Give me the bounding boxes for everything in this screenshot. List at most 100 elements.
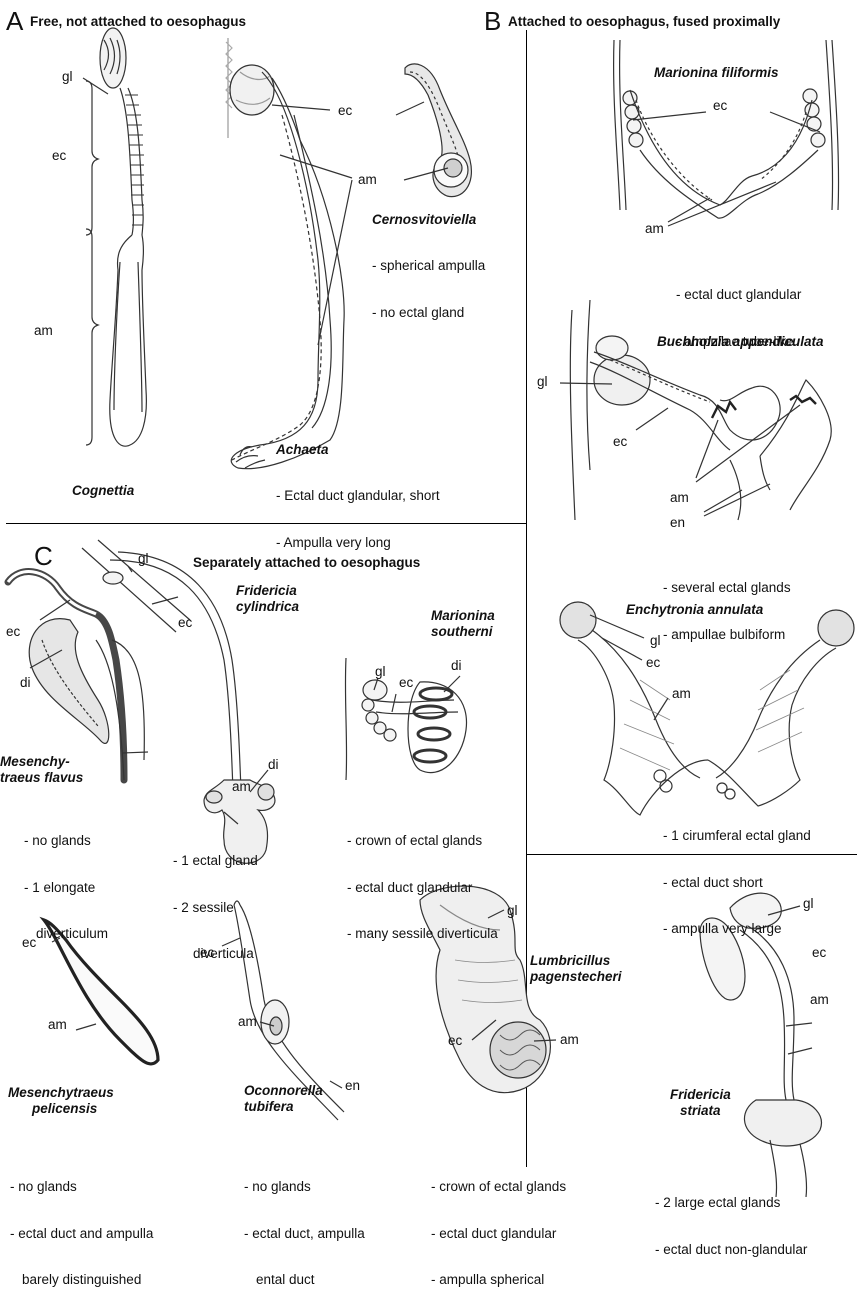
- label-ec-cognettia: ec: [52, 148, 66, 163]
- achaeta-drawing: [226, 38, 352, 469]
- note-enchytronia-2: - ectal duct short: [663, 875, 811, 891]
- label-ec-mesenchytraeus-flavus: ec: [6, 624, 20, 639]
- note-achaeta-1: - Ectal duct glandular, short: [276, 488, 440, 504]
- species-name-enchytronia: Enchytronia annulata: [626, 602, 763, 618]
- label-am-achaeta: am: [358, 172, 377, 187]
- notes-fridericia-cylindrica: - 1 ectal gland - 2 sessile diverticula: [173, 822, 258, 977]
- note-cernosvitoviella-2: - no ectal gland: [372, 305, 485, 321]
- note-mesenchytraeus-pelicensis-1: - no glands: [10, 1179, 153, 1195]
- label-en-oconnorella: en: [345, 1078, 360, 1093]
- species-name-marionina-filiformis: Marionina filiformis: [654, 65, 779, 81]
- species-name-mesenchytraeus-flavus: Mesenchy- traeus flavus: [0, 754, 83, 786]
- note-achaeta-2: - Ampulla very long: [276, 535, 440, 551]
- section-title-b: Attached to oesophagus, fused proximally: [508, 14, 780, 29]
- species-name-mesenchytraeus-flavus-2: traeus flavus: [0, 770, 83, 786]
- note-mesenchytraeus-pelicensis-2: - ectal duct and ampulla: [10, 1226, 153, 1242]
- label-gl-marionina-southerni: gl: [375, 664, 386, 679]
- species-name-fridericia-cylindrica-1: Fridericia: [236, 583, 299, 599]
- cernosvitoviella-drawing: [396, 64, 471, 197]
- note-fridericia-cylindrica-1: - 1 ectal gland: [173, 853, 258, 869]
- species-name-cernosvitoviella: Cernosvitoviella: [372, 212, 476, 228]
- notes-mesenchytraeus-pelicensis: - no glands - ectal duct and ampulla bar…: [10, 1148, 153, 1303]
- note-oconnorella-2: - ectal duct, ampulla: [244, 1226, 365, 1242]
- species-name-buchholzia: Buchholzia appendiculata: [657, 334, 824, 350]
- label-am-marionina-filiformis: am: [645, 221, 664, 236]
- notes-enchytronia: - 1 cirumferal ectal gland - ectal duct …: [663, 797, 811, 952]
- label-ec-fridericia-striata: ec: [812, 945, 826, 960]
- label-gl-fridericia-cylindrica: gl: [138, 551, 149, 566]
- species-name-marionina-southerni-2: southerni: [431, 624, 495, 640]
- species-name-mesenchytraeus-pelicensis: Mesenchytraeus pelicensis: [8, 1085, 114, 1117]
- section-title-a: Free, not attached to oesophagus: [30, 14, 246, 29]
- note-mesenchytraeus-flavus-1: - no glands: [24, 833, 108, 849]
- section-letter-b: B: [484, 6, 501, 37]
- label-am-oconnorella: am: [238, 1014, 257, 1029]
- label-gl-enchytronia: gl: [650, 633, 661, 648]
- label-di-mesenchytraeus-flavus: di: [20, 675, 31, 690]
- label-gl-buchholzia: gl: [537, 374, 548, 389]
- label-ec-fridericia-cylindrica: ec: [178, 615, 192, 630]
- note-oconnorella-1: - no glands: [244, 1179, 365, 1195]
- species-name-fridericia-cylindrica: Fridericia cylindrica: [236, 583, 299, 615]
- label-ec-oconnorella: ec: [200, 945, 214, 960]
- note-enchytronia-1: - 1 cirumferal ectal gland: [663, 828, 811, 844]
- label-am-mesenchytraeus-pelicensis: am: [48, 1017, 67, 1032]
- species-name-cognettia: Cognettia: [72, 483, 134, 499]
- label-gl-fridericia-striata: gl: [803, 896, 814, 911]
- species-name-mesenchytraeus-pelicensis-1: Mesenchytraeus: [8, 1085, 114, 1101]
- note-fridericia-cylindrica-2: - 2 sessile: [173, 900, 258, 916]
- label-ec-lumbricillus: ec: [448, 1033, 462, 1048]
- note-fridericia-striata-2: - ectal duct non-glandular: [655, 1242, 807, 1258]
- species-name-mesenchytraeus-pelicensis-2: pelicensis: [8, 1101, 114, 1117]
- note-marionina-southerni-2: - ectal duct glandular: [347, 880, 498, 896]
- label-ec-mesenchytraeus-pelicensis: ec: [22, 935, 36, 950]
- label-di-fridericia-cylindrica: di: [268, 757, 279, 772]
- notes-achaeta: - Ectal duct glandular, short - Ampulla …: [276, 457, 440, 566]
- species-name-buchholzia-text: Buchholzia appendiculata: [657, 334, 824, 349]
- label-di-marionina-southerni: di: [451, 658, 462, 673]
- note-buchholzia-2: - ampullae bulbiform: [663, 627, 791, 643]
- section-letter-a: A: [6, 6, 23, 37]
- note-lumbricillus-1: - crown of ectal glands: [431, 1179, 566, 1195]
- note-oconnorella-3: ental duct: [244, 1272, 365, 1288]
- label-gl-cognettia: gl: [62, 69, 73, 84]
- species-name-achaeta: Achaeta: [276, 442, 329, 458]
- label-ec-marionina-filiformis: ec: [713, 98, 727, 113]
- species-name-fridericia-cylindrica-2: cylindrica: [236, 599, 299, 615]
- label-am-fridericia-striata: am: [810, 992, 829, 1007]
- species-name-marionina-southerni-1: Marionina: [431, 608, 495, 624]
- label-am-fridericia-cylindrica: am: [232, 779, 251, 794]
- note-enchytronia-3: - ampulla very large: [663, 921, 811, 937]
- species-name-mesenchytraeus-flavus-1: Mesenchy-: [0, 754, 83, 770]
- species-name-lumbricillus-1: Lumbricillus: [530, 953, 622, 969]
- label-am-enchytronia: am: [672, 686, 691, 701]
- label-ec-buchholzia: ec: [613, 434, 627, 449]
- species-name-lumbricillus-2: pagenstecheri: [530, 969, 622, 985]
- notes-lumbricillus: - crown of ectal glands - ectal duct gla…: [431, 1148, 566, 1303]
- notes-cernosvitoviella: - spherical ampulla - no ectal gland: [372, 227, 485, 336]
- label-ec-marionina-southerni: ec: [399, 675, 413, 690]
- label-ec-achaeta: ec: [338, 103, 352, 118]
- species-name-fridericia-striata: Fridericia striata: [670, 1087, 731, 1119]
- label-ec-enchytronia: ec: [646, 655, 660, 670]
- label-am-buchholzia: am: [670, 490, 689, 505]
- note-mesenchytraeus-flavus-3: diverticulum: [24, 926, 108, 942]
- notes-oconnorella: - no glands - ectal duct, ampulla ental …: [244, 1148, 365, 1303]
- species-name-lumbricillus: Lumbricillus pagenstecheri: [530, 953, 622, 985]
- note-mesenchytraeus-pelicensis-3: barely distinguished: [10, 1272, 153, 1288]
- notes-fridericia-striata: - 2 large ectal glands - ectal duct non-…: [655, 1164, 807, 1273]
- species-name-fridericia-striata-1: Fridericia: [670, 1087, 731, 1103]
- notes-mesenchytraeus-flavus: - no glands - 1 elongate diverticulum: [24, 802, 108, 957]
- species-name-oconnorella-1: Oconnorella: [244, 1083, 323, 1099]
- note-marionina-filiformis-1: - ectal duct glandular: [676, 287, 801, 303]
- species-name-oconnorella-2: tubifera: [244, 1099, 323, 1115]
- note-marionina-southerni-1: - crown of ectal glands: [347, 833, 498, 849]
- note-lumbricillus-2: - ectal duct glandular: [431, 1226, 566, 1242]
- note-marionina-southerni-3: - many sessile diverticula: [347, 926, 498, 942]
- notes-marionina-southerni: - crown of ectal glands - ectal duct gla…: [347, 802, 498, 957]
- section-letter-c: C: [34, 541, 53, 572]
- note-cernosvitoviella-1: - spherical ampulla: [372, 258, 485, 274]
- note-lumbricillus-3: - ampulla spherical: [431, 1272, 566, 1288]
- note-buchholzia-1: - several ectal glands: [663, 580, 791, 596]
- cognettia-drawing: [83, 28, 146, 446]
